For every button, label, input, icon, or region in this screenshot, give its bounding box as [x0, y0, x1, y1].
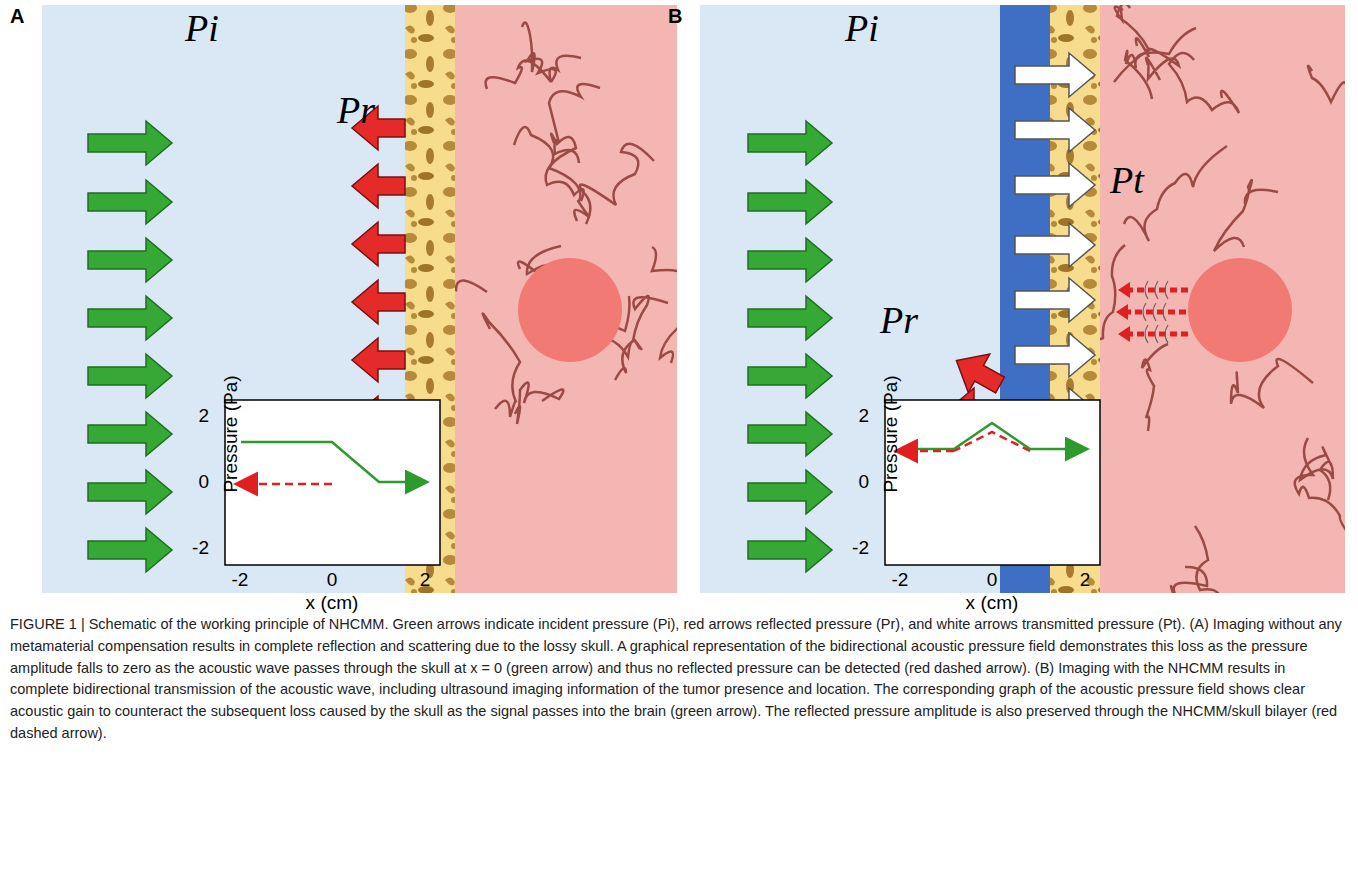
brain-vein — [1214, 180, 1278, 251]
echo-head — [1118, 282, 1130, 298]
pressure-arrow — [748, 354, 832, 398]
brain-vein — [1308, 51, 1345, 102]
brain-vein — [546, 134, 584, 201]
pressure-arrow — [1015, 278, 1095, 322]
axis-label: Pressure (Pa) — [880, 376, 902, 493]
brain-vein — [1142, 344, 1168, 431]
pressure-arrow — [352, 338, 405, 382]
pressure-arrow — [1015, 53, 1095, 97]
wave-arc — [1163, 303, 1166, 321]
brain-vein — [486, 56, 581, 89]
wave-arc — [1155, 325, 1158, 343]
tick-label: 0 — [198, 471, 209, 493]
tick-label: -2 — [852, 537, 869, 559]
tick-label: -2 — [192, 537, 209, 559]
tick-label: 0 — [327, 569, 338, 591]
brain-vein — [1136, 38, 1179, 80]
panel-letter: B — [668, 5, 682, 28]
pressure-arrow — [748, 121, 832, 165]
echo-arrow — [1128, 288, 1188, 293]
pressure-label: Pr — [880, 298, 918, 342]
pressure-arrow — [1015, 333, 1095, 377]
brain-vein — [549, 84, 600, 163]
tick-label: 2 — [198, 405, 209, 427]
pressure-arrow — [748, 470, 832, 514]
tick-label: 0 — [858, 471, 869, 493]
figure-panel: B — [700, 5, 1345, 593]
pressure-arrow — [1015, 163, 1095, 207]
pressure-arrow — [88, 470, 172, 514]
brain-vein — [1195, 526, 1221, 593]
brain-vein — [580, 144, 654, 224]
panel-letter: A — [10, 5, 24, 28]
brain-vein — [1295, 438, 1345, 540]
brain-vein — [1231, 359, 1313, 408]
echo-arrow — [1126, 310, 1186, 315]
tick-label: 2 — [858, 405, 869, 427]
pressure-arrow — [748, 296, 832, 340]
axis-label: x (cm) — [306, 592, 359, 614]
axis-label: x (cm) — [966, 592, 1019, 614]
brain-vein — [1169, 53, 1239, 113]
wave-arc — [1145, 281, 1148, 299]
tick-label: 0 — [987, 569, 998, 591]
tick-label: -2 — [232, 569, 249, 591]
pressure-arrow — [88, 238, 172, 282]
figure-caption: FIGURE 1 | Schematic of the working prin… — [10, 614, 1346, 745]
brain-vein — [1114, 5, 1149, 82]
brain-vein — [652, 247, 677, 363]
tick-label: -2 — [892, 569, 909, 591]
brain-vein — [514, 127, 589, 221]
pressure-arrow — [748, 528, 832, 572]
wave-arc — [1155, 281, 1158, 299]
wave-arc — [1153, 303, 1156, 321]
echo-head — [1116, 304, 1128, 320]
pressure-arrow — [88, 296, 172, 340]
pressure-arrow — [88, 121, 172, 165]
pressure-arrow — [352, 280, 405, 324]
pressure-arrow — [88, 180, 172, 224]
pressure-label: Pr — [337, 88, 375, 132]
pressure-arrow — [88, 528, 172, 572]
tick-label: 2 — [1080, 569, 1091, 591]
pressure-arrow — [748, 412, 832, 456]
echo-arrow — [1128, 332, 1188, 337]
pressure-arrow — [1015, 223, 1095, 267]
brain-vein — [615, 296, 668, 380]
pressure-arrow — [352, 164, 405, 208]
wave-arc — [1145, 325, 1148, 343]
tick-label: 2 — [420, 569, 431, 591]
brain-vein — [1125, 28, 1196, 99]
pressure-arrow — [88, 354, 172, 398]
axis-label: Pressure (Pa) — [220, 376, 242, 493]
pressure-label: Pt — [1110, 158, 1144, 202]
pressure-arrow — [352, 222, 405, 266]
pressure-arrow — [748, 238, 832, 282]
brain-vein — [483, 313, 520, 417]
pressure-arrow — [956, 354, 1004, 393]
pressure-label: Pi — [185, 6, 219, 50]
pressure-arrow — [88, 412, 172, 456]
wave-arc — [1165, 325, 1168, 343]
wave-arc — [1165, 281, 1168, 299]
echo-head — [1118, 326, 1130, 342]
wave-arc — [1143, 303, 1146, 321]
brain-vein — [515, 382, 563, 424]
pressure-arrow — [748, 180, 832, 224]
pressure-label: Pi — [845, 6, 879, 50]
pressure-arrow — [1015, 108, 1095, 152]
brain-vein — [455, 280, 487, 323]
